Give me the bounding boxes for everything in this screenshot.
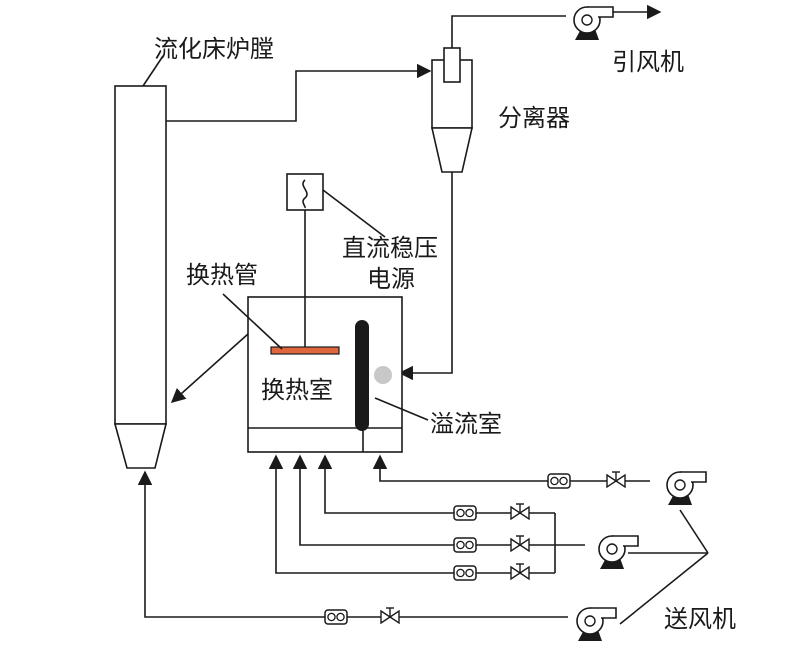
chamber-air-line-1 bbox=[317, 454, 555, 514]
chamber-air-meter-icon-2 bbox=[453, 537, 477, 553]
chamber-air-meter-icon-1 bbox=[453, 505, 477, 521]
chamber-air-valve-icon-1 bbox=[510, 503, 530, 520]
chamber-air-valve-icon-3 bbox=[510, 563, 530, 580]
furnace-leader-line bbox=[142, 55, 164, 87]
separator-outlet-line bbox=[451, 15, 566, 48]
dc-power-label-1: 直流稳压 bbox=[342, 234, 438, 262]
overflow-fan-icon bbox=[665, 471, 707, 506]
chamber-air-valve-icon-2 bbox=[510, 535, 530, 552]
flue-gas-line bbox=[166, 63, 432, 122]
primary-air-meter-icon bbox=[324, 609, 348, 625]
separator bbox=[430, 47, 474, 173]
heat-tube-leader-line bbox=[222, 293, 283, 350]
particle-icon bbox=[374, 366, 392, 384]
furnace bbox=[113, 85, 168, 469]
heat-chamber-return-line bbox=[170, 333, 249, 403]
primary-air-line bbox=[137, 470, 568, 618]
primary-fan-icon bbox=[575, 607, 617, 642]
overflow-chamber-label: 溢流室 bbox=[430, 410, 502, 438]
induced-fan-label: 引风机 bbox=[612, 48, 684, 76]
dc-power-supply bbox=[286, 173, 324, 211]
blower-label: 送风机 bbox=[664, 605, 736, 633]
heat-tube bbox=[270, 346, 340, 355]
overflow-air-valve-icon bbox=[606, 471, 626, 488]
dc-power-label-2: 电源 bbox=[367, 265, 415, 293]
overflow-baffle bbox=[355, 320, 369, 431]
blower-leader-1 bbox=[679, 509, 709, 554]
heat-tube-label: 换热管 bbox=[186, 261, 258, 289]
dc-power-leader-line bbox=[322, 189, 386, 238]
primary-air-valve-icon bbox=[380, 607, 400, 624]
heat-chamber-label: 换热室 bbox=[261, 376, 333, 404]
blower-leader-3 bbox=[619, 552, 709, 625]
overflow-air-meter-icon bbox=[547, 473, 571, 489]
chamber-air-line-2 bbox=[292, 454, 585, 546]
separator-label: 分离器 bbox=[498, 104, 570, 132]
overflow-leader-line bbox=[374, 397, 429, 421]
chamber-air-meter-icon-3 bbox=[453, 565, 477, 581]
induced-fan-icon bbox=[572, 6, 614, 41]
furnace-label: 流化床炉膛 bbox=[154, 35, 274, 63]
return-leg-line bbox=[398, 172, 453, 381]
dc-power-symbol bbox=[302, 179, 308, 209]
